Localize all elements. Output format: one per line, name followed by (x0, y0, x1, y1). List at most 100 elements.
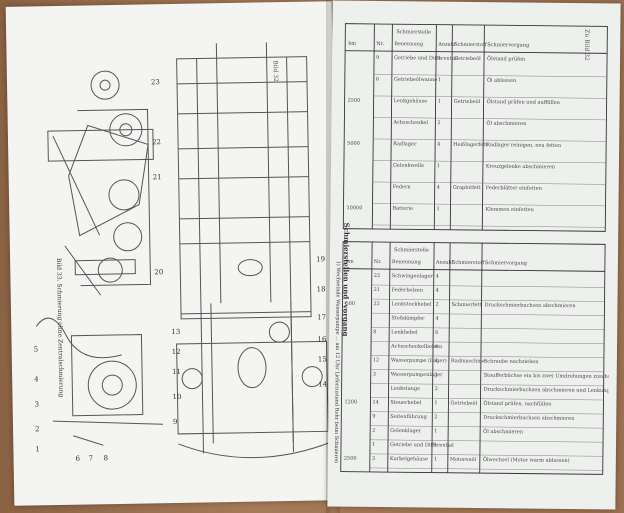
upper-table-cell: Ölstand prüfen (487, 55, 526, 62)
lower-table-cell: 9 (372, 414, 375, 420)
upper-table-cell: Heißlagerfett (453, 142, 487, 148)
lower-table-cell: 2 (435, 386, 438, 392)
upper-table-cell: Federblätter einfetten (486, 185, 543, 192)
lower-table-row-divider (371, 327, 605, 330)
lower-table-cell: 3 (373, 371, 376, 377)
lower-table-cell: Schwingenlager (392, 273, 434, 279)
upper-table-cell: 1 (438, 56, 441, 62)
lower-table-cell: Ölwechsel (Motor warm ablassen) (483, 456, 570, 464)
lower-table-header-1: Nr. (374, 259, 382, 265)
lower-table-cell: Seitenführung (390, 414, 427, 420)
lower-table-cell: 12 (373, 357, 379, 363)
lower-table-row-divider (371, 312, 605, 316)
lower-table-cell: 3 (372, 456, 375, 462)
upper-table-cell: 1 (436, 206, 439, 212)
lower-table-cell: 14 (372, 400, 378, 406)
callout-9: 9 (173, 418, 178, 426)
upper-table-header-3: Anzahl (437, 42, 456, 48)
lower-table-cell: Achsschenkelbolzen (390, 343, 443, 350)
lower-table-cell: Gelenklager (390, 428, 422, 434)
upper-table-cell: Öl ablassen (487, 77, 517, 84)
lower-table-cell: Getriebeöl (450, 400, 477, 406)
lower-table-cell: 1 (434, 457, 437, 463)
upper-table-cell: 10000 (346, 205, 362, 211)
lower-table-cell: 4 (436, 288, 439, 294)
lower-table-row-divider (369, 453, 603, 457)
upper-table-cell: 5000 (347, 141, 360, 147)
lower-table-row-divider (370, 383, 604, 387)
callout-19: 19 (316, 255, 325, 263)
callout-1: 1 (35, 445, 40, 453)
lower-table-header-5: Schmiervorgang (485, 260, 528, 266)
lower-table-cell: Wasserpumpenlager (391, 372, 444, 379)
upper-table-cell: Klemmen einfetten (485, 207, 534, 214)
upper-table-cell: Federn (393, 184, 412, 190)
lower-table-cell: 4 (435, 316, 438, 322)
callout-6: 6 (75, 455, 80, 463)
callout-7: 7 (88, 454, 93, 462)
lower-table-header-4: Schmierstoff (452, 260, 485, 266)
lower-table-cell: Motorenöl (450, 457, 477, 463)
lower-table-cell: Lenkstange (391, 386, 421, 392)
lower-table-cell: 8 (373, 329, 376, 335)
lower-table-cell: Öl abschmieren (483, 428, 524, 435)
callout-13: 13 (171, 328, 180, 336)
callout-14: 14 (318, 380, 328, 388)
lower-table-cell: 1 (435, 358, 438, 364)
lower-table-cell: Wasserpumpe (Lager) (391, 357, 447, 365)
lower-table-cell: 2 (435, 302, 438, 308)
upper-table-cell: 1 (437, 163, 440, 169)
upper-table-cell: Getriebeölwanne (394, 77, 437, 83)
callout-20: 20 (154, 268, 163, 276)
upper-table-header-4: Schmierstoff (454, 42, 487, 48)
callout-16: 16 (317, 335, 327, 343)
upper-table-cell: 4 (437, 142, 440, 148)
upper-table-cell: Getriebeöl (454, 99, 481, 105)
upper-table-cell: Getriebeöl (454, 56, 481, 62)
lower-table-cell: Kurbelgehäuse (390, 456, 428, 462)
upper-table-cell: Radlager reinigen, neu fetten (486, 142, 562, 149)
lower-table-row-divider (370, 397, 604, 401)
lower-table-cell: Radmaschine (451, 358, 485, 364)
lower-table-cell: 22 (373, 301, 379, 307)
lower-table-cell: 1 (434, 442, 437, 448)
lower-table-header-0: km (346, 259, 354, 265)
lower-table-cell: 1 (435, 372, 438, 378)
callout-4: 4 (34, 375, 39, 383)
lower-table-cell: Lenkstockhebel (391, 301, 431, 307)
upper-table-cell: Getriebe und Differential (394, 55, 458, 62)
lower-table-row-divider (370, 369, 604, 373)
lower-table-cell: Federbolzen (392, 287, 424, 293)
lower-table-cell: Druckschmierbuchsen abschmieren (483, 415, 575, 422)
upper-table-header-5: Schmiervorgang (487, 42, 530, 48)
lower-table-cell: 1200 (344, 399, 357, 405)
upper-table-cell: 2 (437, 120, 440, 126)
upper-table-cell: 6 (376, 76, 379, 82)
lower-table-group-header: Schmierstelle (394, 247, 429, 253)
lower-table-row-divider (371, 341, 605, 344)
lower-table-cell: 2 (372, 428, 375, 434)
callout-5: 5 (34, 345, 39, 353)
lower-table-row-divider (370, 425, 604, 429)
lower-table-cell: Steuerhebel (390, 400, 421, 406)
callout-3: 3 (35, 400, 40, 408)
callout-17: 17 (317, 313, 326, 321)
callout-12: 12 (172, 348, 181, 356)
callout-2: 2 (35, 425, 40, 433)
upper-table-header-1: Nr. (376, 41, 384, 47)
lower-table-cell: Ölstand prüfen, nachfüllen (483, 400, 552, 408)
lower-table-cell: 22 (374, 273, 380, 279)
lower-table-cell: 2500 (344, 456, 357, 462)
upper-table-cell: Graphitfett (453, 185, 481, 191)
callout-8: 8 (103, 454, 108, 462)
lower-table-cell: Getriebe und Differential (390, 442, 454, 449)
callout-23: 23 (151, 78, 160, 86)
upper-table-cell: 2500 (348, 98, 361, 104)
upper-table-row-divider (373, 95, 607, 99)
upper-table-group-header: Schmierstelle (396, 29, 431, 35)
callout-11: 11 (172, 368, 181, 376)
lower-table-cell: 1 (372, 442, 375, 448)
lower-table-row-divider (371, 284, 605, 288)
upper-table-row-divider (372, 203, 606, 207)
